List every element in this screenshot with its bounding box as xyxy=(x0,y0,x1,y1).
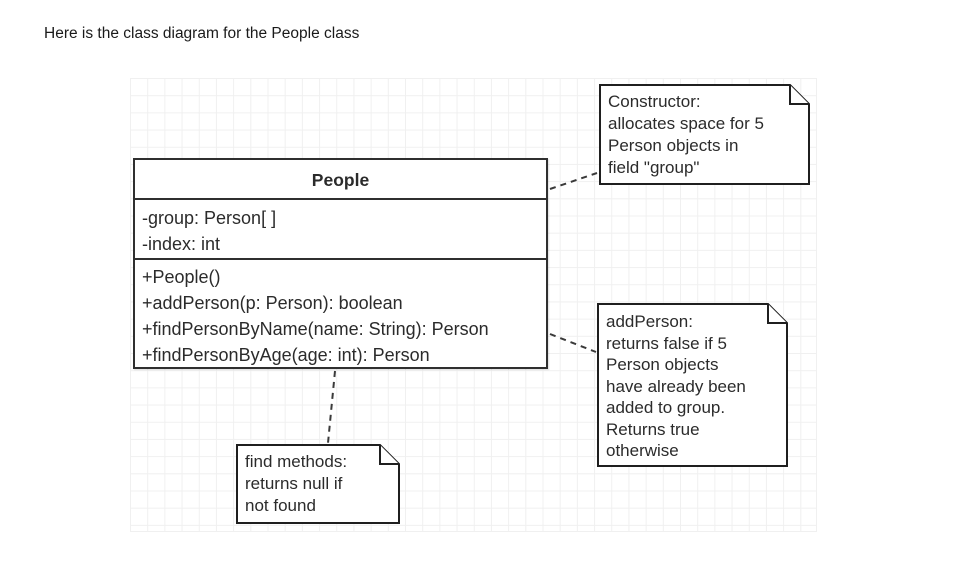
class-fields-section: -group: Person[ ] -index: int xyxy=(135,200,546,260)
constructor-note-text: Constructor: allocates space for 5 Perso… xyxy=(608,92,764,177)
field-group: -group: Person[ ] xyxy=(142,208,277,228)
findmethods-note: find methods: returns null if not found xyxy=(236,444,400,524)
addperson-note: addPerson: returns false if 5 Person obj… xyxy=(597,303,788,467)
method-findpersonbyage: +findPersonByAge(age: int): Person xyxy=(142,345,430,365)
method-addperson: +addPerson(p: Person): boolean xyxy=(142,293,403,313)
method-constructor: +People() xyxy=(142,267,221,287)
page-heading: Here is the class diagram for the People… xyxy=(44,25,360,42)
field-index: -index: int xyxy=(142,234,221,254)
constructor-note: Constructor: allocates space for 5 Perso… xyxy=(599,84,810,185)
findmethods-note-text: find methods: returns null if not found xyxy=(245,452,348,515)
note-shape-folded-corner-icon xyxy=(599,84,810,185)
note-shape-folded-corner-icon xyxy=(597,303,788,467)
note-shape-folded-corner-icon xyxy=(236,444,400,524)
method-findpersonbyname: +findPersonByName(name: String): Person xyxy=(142,319,489,339)
class-name: People xyxy=(135,160,546,200)
people-class-box: People -group: Person[ ] -index: int +Pe… xyxy=(133,158,548,369)
class-methods-section: +People() +addPerson(p: Person): boolean… xyxy=(135,260,546,368)
addperson-note-text: addPerson: returns false if 5 Person obj… xyxy=(606,312,746,460)
